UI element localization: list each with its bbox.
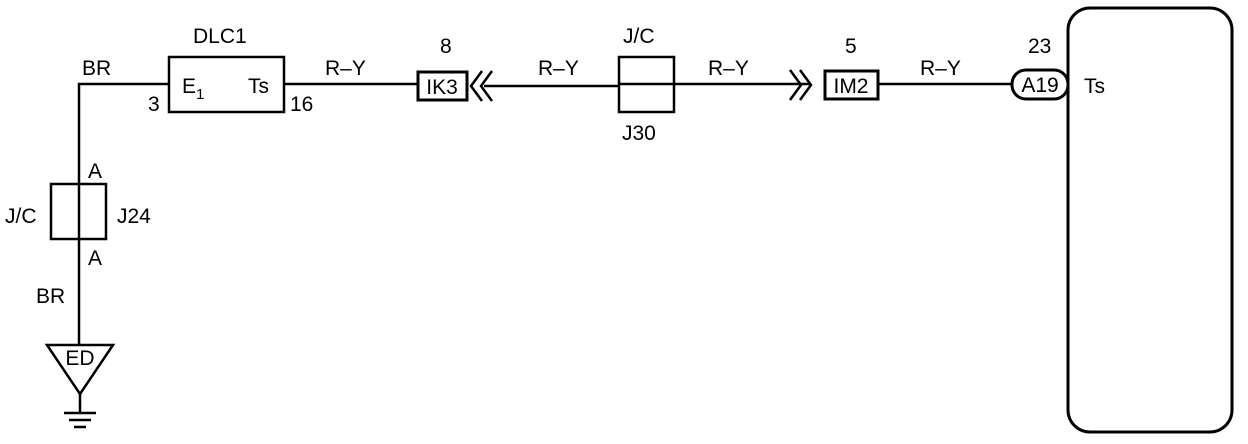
im2-arrow-icon: [788, 69, 813, 101]
wire-color-ry-1: R–Y: [325, 57, 366, 80]
im2-pin-number: 5: [845, 35, 857, 58]
wire-color-br-bottom: BR: [36, 285, 65, 308]
wire-color-ry-2: R–Y: [538, 57, 579, 80]
jc24-top-pin: A: [88, 160, 102, 183]
ik3-pin-number: 8: [440, 35, 452, 58]
ground-point-ed: [44, 343, 116, 429]
ik3-arrow-icon: [469, 70, 494, 102]
dlc-pin-e1: E1: [182, 75, 204, 103]
dlc-pin-ts: Ts: [248, 75, 269, 98]
a19-label: A19: [1021, 74, 1058, 97]
jc24-name: J24: [117, 205, 151, 228]
dlc1-connector: [167, 55, 286, 114]
jc24-label: J/C: [5, 205, 37, 228]
junction-connector-j24: [49, 182, 108, 241]
connector-im2: [823, 69, 880, 101]
dlc-name: DLC1: [193, 25, 247, 48]
jc30-label: J/C: [623, 25, 655, 48]
ecu-terminal-ts: Ts: [1084, 75, 1105, 98]
wire-color-ry-3: R–Y: [708, 57, 749, 80]
a19-pin-number: 23: [1028, 35, 1051, 58]
im2-label: IM2: [833, 75, 868, 98]
junction-connector-j30: [617, 55, 676, 114]
ground-label-ed: ED: [65, 347, 94, 370]
br-wire-top: [77, 82, 169, 184]
wire-color-ry-4: R–Y: [920, 57, 961, 80]
connector-ik3: [416, 70, 469, 102]
ik3-label: IK3: [426, 76, 458, 99]
jc24-bottom-pin: A: [88, 247, 102, 270]
ecu-block: [1066, 6, 1234, 434]
jc30-name: J30: [622, 122, 656, 145]
dlc-pin-number-16: 16: [290, 93, 313, 116]
wire-color-br-top: BR: [82, 57, 111, 80]
dlc-pin-number-3: 3: [148, 93, 160, 116]
